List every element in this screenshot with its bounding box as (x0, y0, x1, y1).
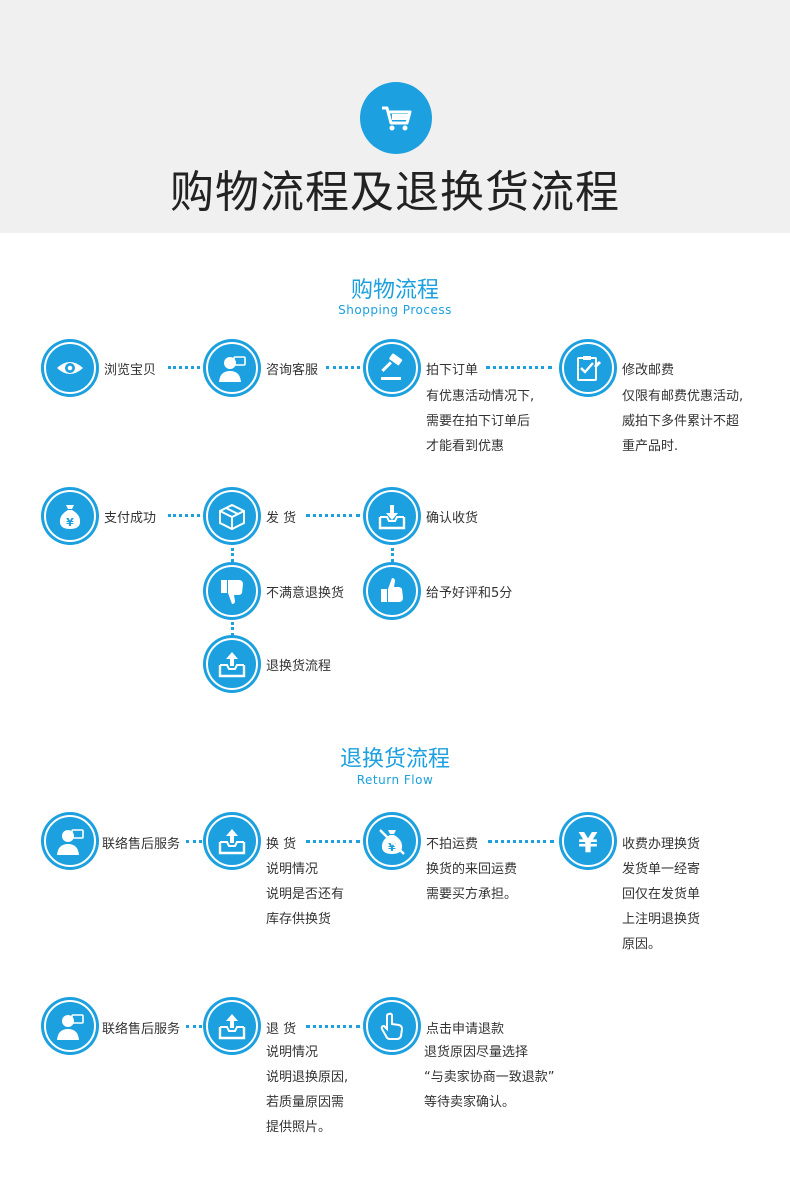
customer-service-icon (206, 342, 258, 394)
page-header: 购物流程及退换货流程 (0, 0, 790, 233)
step-postage-label: 修改邮费 (622, 363, 675, 378)
step-ship-label: 发 货 (266, 511, 297, 526)
connector (231, 622, 234, 636)
connector (326, 366, 360, 369)
step-confirm-label: 确认收货 (426, 511, 479, 526)
connector (186, 1025, 202, 1028)
step-pay-label: 支付成功 (104, 511, 157, 526)
refund-desc: 说明情况 说明退换原因, 若质量原因需 提供照片。 (266, 1045, 349, 1135)
svg-text:¥: ¥ (388, 841, 396, 854)
no-shipping-label: 不拍运费 (426, 837, 479, 852)
connector (231, 548, 234, 562)
svg-text:¥: ¥ (66, 516, 74, 529)
eye-icon (44, 342, 96, 394)
hand-pointer-icon (366, 1000, 418, 1052)
no-money-icon: ¥ (366, 815, 418, 867)
step-unsatisfied-label: 不满意退换货 (266, 586, 345, 601)
fee-desc: 发货单一经寄 回仅在发货单 上注明退换货 原因。 (622, 862, 701, 952)
package-icon (206, 490, 258, 542)
apply-desc: 退货原因尽量选择 “与卖家协商一致退款” 等待卖家确认。 (424, 1045, 555, 1110)
return-contact-label: 联络售后服务 (102, 837, 181, 852)
apply-label: 点击申请退款 (426, 1022, 505, 1037)
thumbs-up-icon (366, 565, 418, 617)
connector (306, 840, 360, 843)
thumbs-down-icon (206, 565, 258, 617)
connector (391, 548, 394, 562)
connector (488, 840, 554, 843)
connector (168, 366, 200, 369)
return-contact-label-2: 联络售后服务 (102, 1022, 181, 1037)
returns-section-title: 退换货流程 (339, 747, 450, 772)
step-return-flow-label: 退换货流程 (266, 659, 332, 674)
exchange-label: 换 货 (266, 837, 297, 852)
connector (306, 514, 360, 517)
gavel-icon (366, 342, 418, 394)
fee-label: 收费办理换货 (622, 837, 701, 852)
svg-text:¥: ¥ (578, 826, 598, 856)
inbox-upload-icon (206, 1000, 258, 1052)
step-order-desc: 有优惠活动情况下, 需要在拍下订单后 才能看到优惠 (426, 389, 535, 454)
shopping-cart-icon (360, 82, 432, 154)
page-title: 购物流程及退换货流程 (170, 167, 620, 218)
step-postage-desc: 仅限有邮费优惠活动, 威拍下多件累计不超 重产品时. (622, 389, 744, 454)
yen-icon: ¥ (562, 815, 614, 867)
customer-service-icon (44, 1000, 96, 1052)
returns-section-subtitle: Return Flow (356, 773, 434, 787)
step-browse-label: 浏览宝贝 (104, 363, 157, 378)
inbox-upload-icon (206, 638, 258, 690)
step-order-label: 拍下订单 (426, 363, 479, 378)
shopping-section-subtitle: Shopping Process (338, 303, 452, 317)
step-rate-label: 给予好评和5分 (426, 586, 513, 601)
refund-label: 退 货 (266, 1022, 297, 1037)
customer-service-icon (44, 815, 96, 867)
no-shipping-desc: 换货的来回运费 需要买方承担。 (426, 862, 518, 902)
step-consult-label: 咨询客服 (266, 363, 319, 378)
connector (306, 1025, 360, 1028)
clipboard-check-icon (562, 342, 614, 394)
connector (186, 840, 202, 843)
connector (168, 514, 200, 517)
shopping-section-title: 购物流程 (350, 278, 439, 303)
inbox-download-icon (366, 490, 418, 542)
exchange-desc: 说明情况 说明是否还有 库存供换货 (266, 862, 345, 927)
inbox-upload-icon (206, 815, 258, 867)
connector (486, 366, 552, 369)
money-bag-icon: ¥ (44, 490, 96, 542)
